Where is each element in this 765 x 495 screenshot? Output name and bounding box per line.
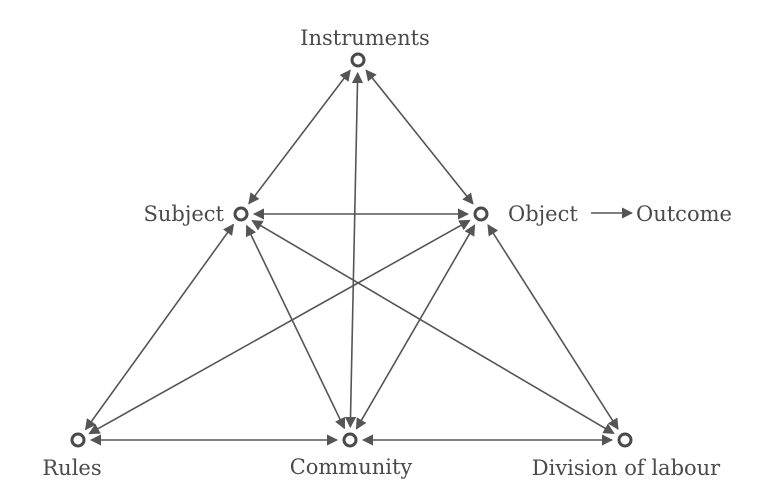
- division-of-labour-node: [617, 432, 633, 448]
- outcome-label: Outcome: [636, 202, 732, 226]
- rules-label: Rules: [42, 456, 101, 480]
- object-label: Object: [508, 202, 578, 226]
- edge-object-division: [487, 224, 619, 430]
- instruments-label: Instruments: [300, 26, 430, 50]
- edges: [84, 69, 634, 446]
- edge-subject-division: [251, 219, 615, 435]
- edge-instruments-community: [344, 71, 364, 429]
- edge-object-community: [355, 224, 476, 430]
- labels: Instruments Subject Object Rules Communi…: [42, 26, 732, 480]
- division-of-labour-label: Division of labour: [532, 456, 721, 480]
- edge-instruments-object: [365, 69, 474, 205]
- community-node: [342, 432, 358, 448]
- subject-label: Subject: [144, 202, 225, 226]
- rules-node: [70, 432, 86, 448]
- edge-instruments-subject: [248, 69, 351, 205]
- edge-object-rules: [88, 219, 471, 435]
- edge-subject-rules: [84, 223, 235, 431]
- nodes: [70, 52, 633, 448]
- instruments-node: [350, 52, 366, 68]
- object-node: [473, 206, 489, 222]
- subject-node: [233, 206, 249, 222]
- edge-subject-community: [245, 224, 346, 430]
- community-label: Community: [290, 455, 413, 479]
